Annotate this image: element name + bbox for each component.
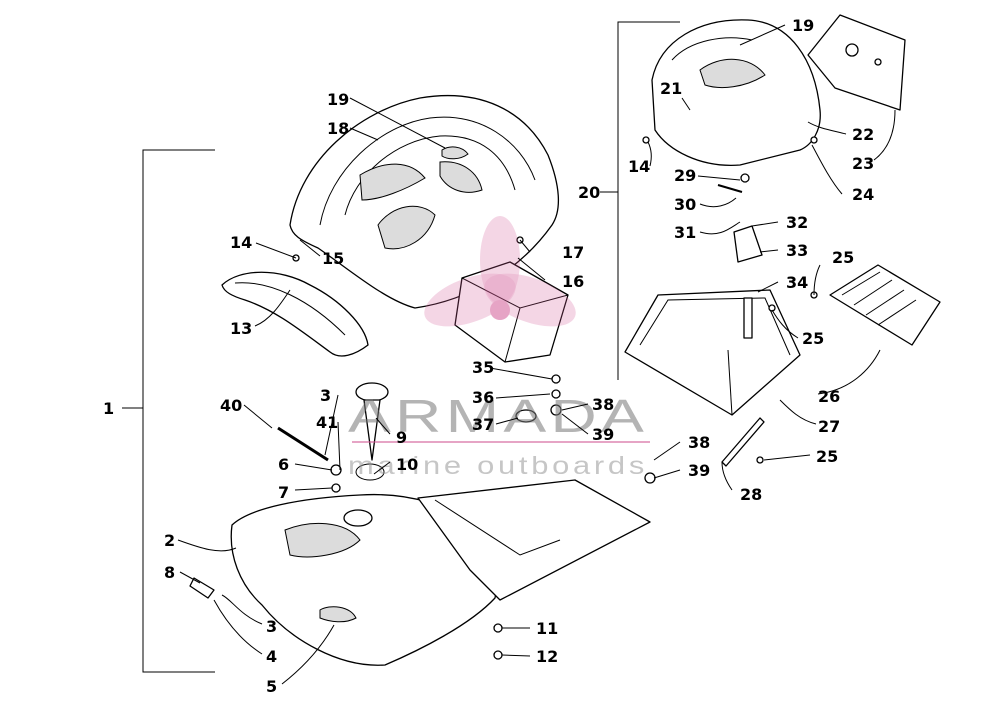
part-label-39b: 39 [688, 461, 710, 480]
part-label-18: 18 [327, 119, 349, 138]
part-label-39a: 39 [592, 425, 614, 444]
part-label-25b: 25 [802, 329, 824, 348]
part-label-29: 29 [674, 166, 696, 185]
part-label-3a: 3 [320, 386, 331, 405]
part-label-37: 37 [472, 415, 494, 434]
part-label-11: 11 [536, 619, 558, 638]
part-label-3b: 3 [266, 617, 277, 636]
part-label-41: 41 [316, 413, 338, 432]
part-label-15: 15 [322, 249, 344, 268]
part-label-13: 13 [230, 319, 252, 338]
group-bracket-1 [122, 149, 215, 673]
rear-seat-part [651, 19, 821, 166]
part-label-38b: 38 [688, 433, 710, 452]
storage-box-part [454, 261, 569, 363]
fuel-tank-part [230, 493, 498, 666]
seat-part [289, 94, 560, 309]
part-label-35: 35 [472, 358, 494, 377]
part-label-10: 10 [396, 455, 418, 474]
part-label-25c: 25 [816, 447, 838, 466]
propeller-logo [424, 216, 576, 327]
leader-lines [177, 24, 896, 685]
part-label-24: 24 [852, 185, 874, 204]
part-label-38a: 38 [592, 395, 614, 414]
part-label-33: 33 [786, 241, 808, 260]
part-label-2: 2 [164, 531, 175, 550]
watermark-tagline: marine outboards [348, 452, 648, 480]
part-label-21: 21 [660, 79, 682, 98]
watermark: ARMADA marine outboards [348, 216, 650, 480]
part-label-14a: 14 [230, 233, 252, 252]
part-label-14b: 14 [628, 157, 650, 176]
seat-base-part [221, 271, 369, 357]
part-label-36: 36 [472, 388, 494, 407]
part-label-32: 32 [786, 213, 808, 232]
part-label-20: 20 [578, 183, 600, 202]
part-label-40: 40 [220, 396, 242, 415]
part-label-31: 31 [674, 223, 696, 242]
part-label-23: 23 [852, 154, 874, 173]
fender-housing-part [624, 289, 801, 416]
part-label-1: 1 [103, 399, 114, 418]
part-labels: 1 2 3 3 4 5 6 7 8 9 10 11 12 13 14 14 15… [103, 16, 874, 696]
part-label-26: 26 [818, 387, 840, 406]
group-bracket-20 [600, 21, 680, 380]
watermark-brand: ARMADA [348, 390, 648, 442]
vent-line-part [189, 426, 342, 599]
part-label-19a: 19 [327, 90, 349, 109]
part-label-17: 17 [562, 243, 584, 262]
rear-plate-part [807, 14, 906, 111]
part-label-12: 12 [536, 647, 558, 666]
part-label-30: 30 [674, 195, 696, 214]
part-label-19b: 19 [792, 16, 814, 35]
reflector-strip-part [721, 417, 765, 467]
rack-part [829, 264, 941, 346]
floor-liner-part [417, 479, 651, 601]
part-label-4: 4 [266, 647, 277, 666]
part-label-16: 16 [562, 272, 584, 291]
latch-hardware-part [717, 173, 763, 263]
part-label-28: 28 [740, 485, 762, 504]
part-label-8: 8 [164, 563, 175, 582]
part-label-27: 27 [818, 417, 840, 436]
part-label-6: 6 [278, 455, 289, 474]
part-label-5: 5 [266, 677, 277, 696]
part-label-22: 22 [852, 125, 874, 144]
fill-neck-part [355, 382, 389, 481]
part-label-34: 34 [786, 273, 808, 292]
part-label-9: 9 [396, 428, 407, 447]
part-label-7: 7 [278, 483, 289, 502]
part-label-25a: 25 [832, 248, 854, 267]
